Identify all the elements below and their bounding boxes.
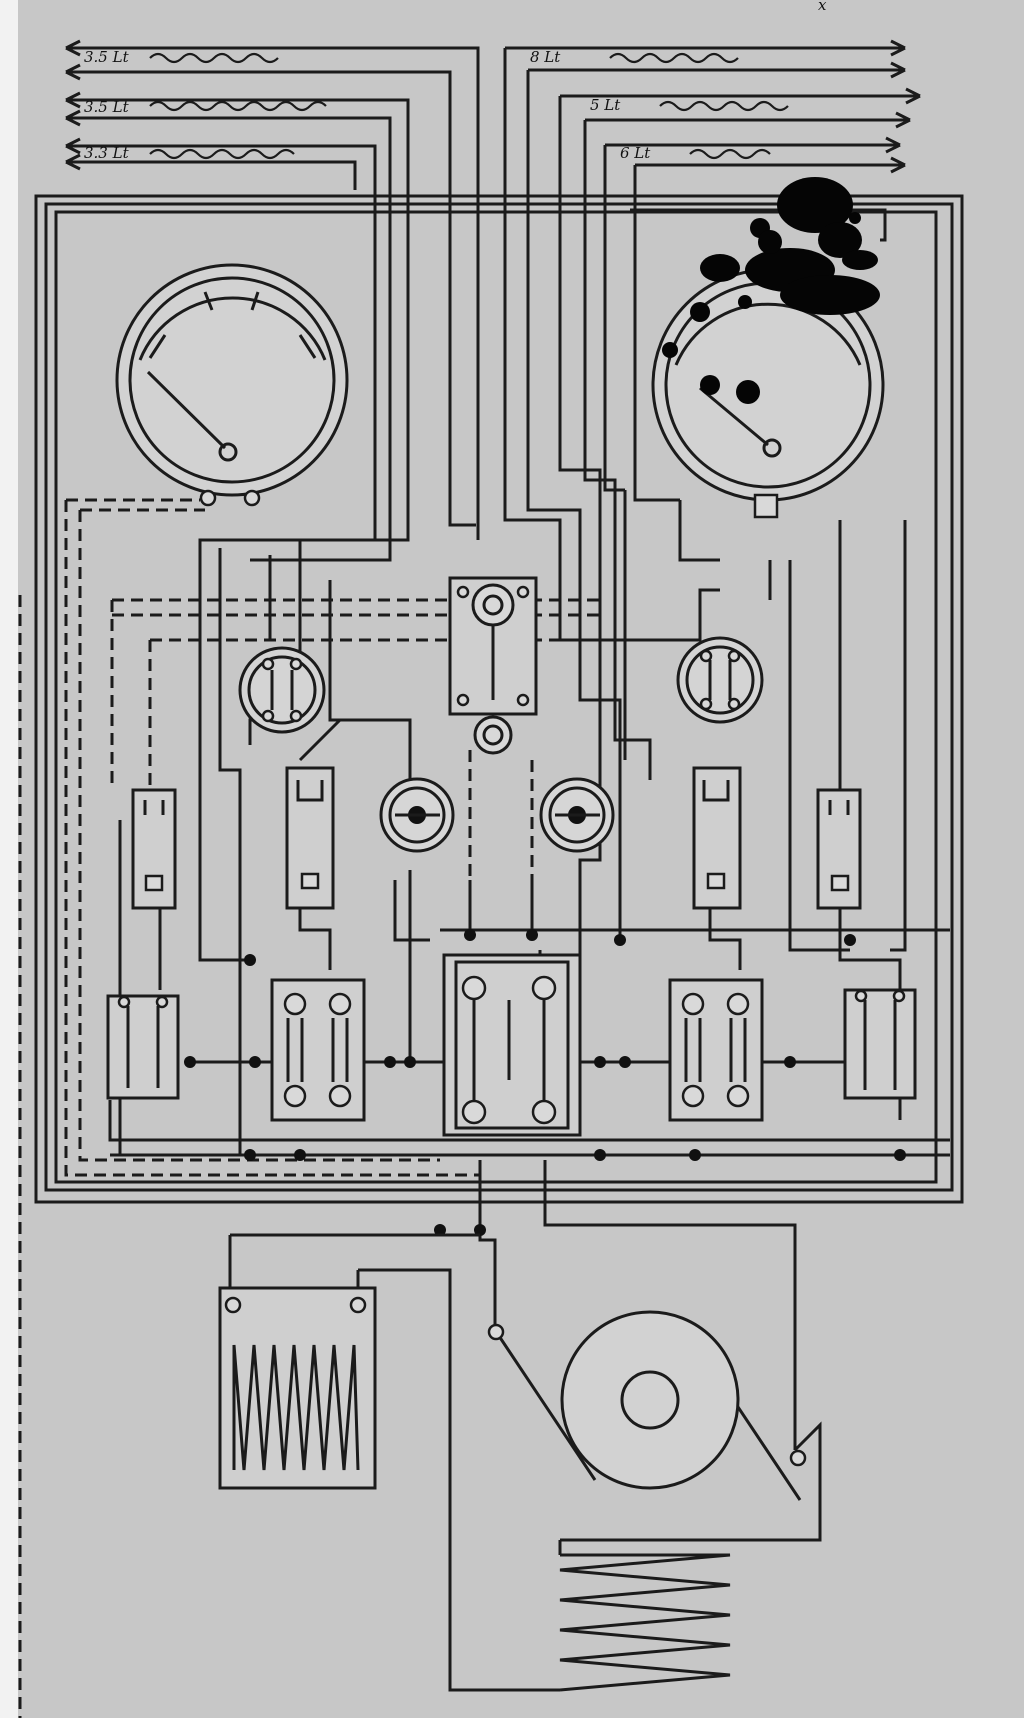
feeder-arrows: 3.5 Lt 3.5 Lt 3.3 Lt 8 Lt 5 Lt 6 Lt xyxy=(65,39,921,960)
left-round-switch xyxy=(238,646,326,734)
corner-mark: x xyxy=(818,0,827,14)
right-round-switch xyxy=(676,636,764,724)
knife-switch-3 xyxy=(668,978,764,1122)
dynamo xyxy=(487,1310,822,1542)
ink-blot xyxy=(662,177,880,404)
board-outline xyxy=(34,194,964,1204)
field-coil xyxy=(558,1540,731,1692)
right-feeder-arrows xyxy=(503,39,921,700)
left-meter-gauge xyxy=(115,263,349,507)
feeder-label-right-1: 8 Lt xyxy=(530,48,561,66)
feeder-label-left-3: 3.3 Lt xyxy=(84,144,130,162)
knife-switch-4 xyxy=(843,988,917,1100)
right-rheostat-dial xyxy=(539,777,615,853)
right-meter-gauge xyxy=(651,268,885,519)
knife-switch-1 xyxy=(106,994,180,1100)
fuse-block-1 xyxy=(131,788,177,910)
knife-switch-2 xyxy=(270,978,366,1122)
fuse-block-2 xyxy=(285,766,335,910)
feeder-label-left-2: 3.5 Lt xyxy=(84,98,130,116)
feeder-label-right-3: 6 Lt xyxy=(620,144,651,162)
fuse-block-4 xyxy=(816,788,862,910)
main-center-switch xyxy=(442,953,582,1137)
resistor-box xyxy=(218,1233,560,1692)
center-top-switch xyxy=(448,576,538,755)
paper-edge xyxy=(0,0,18,1718)
fuse-block-3 xyxy=(692,766,742,910)
feeder-label-left-1: 3.5 Lt xyxy=(84,48,130,66)
junction-dots xyxy=(184,929,906,1236)
left-rheostat-dial xyxy=(379,777,455,853)
feeder-label-right-2: 5 Lt xyxy=(590,96,621,114)
